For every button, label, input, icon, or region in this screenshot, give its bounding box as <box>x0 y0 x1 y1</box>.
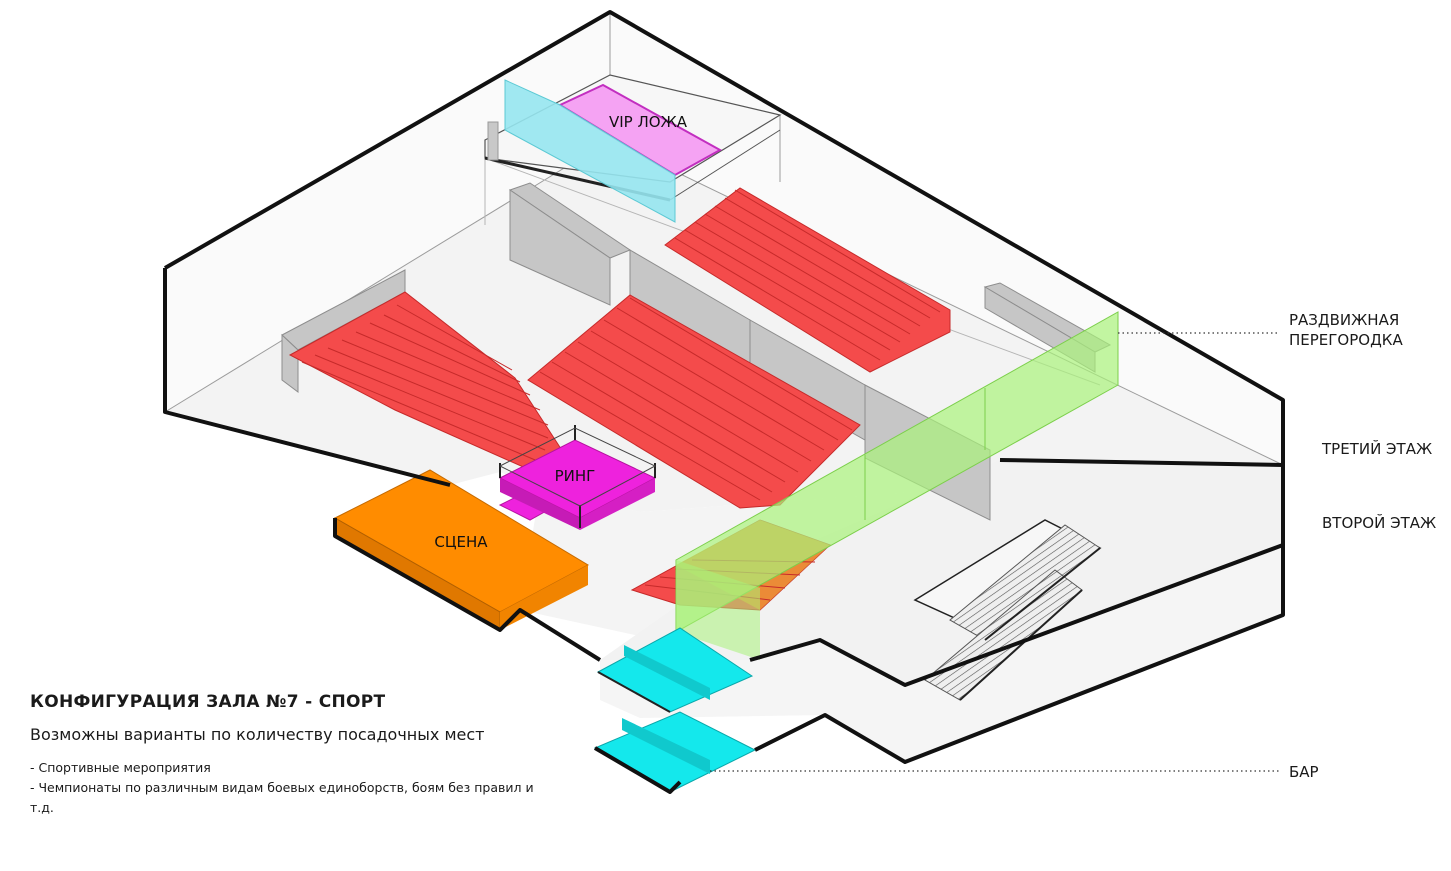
legend-title: КОНФИГУРАЦИЯ ЗАЛА №7 - СПОРТ <box>30 692 386 712</box>
building-outline <box>163 10 1285 794</box>
partition-callout-line2: ПЕРЕГОРОДКА <box>1289 331 1403 349</box>
seating-rear-block <box>664 187 951 373</box>
seating-center-block <box>527 294 861 509</box>
partition-callout-line1: РАЗДВИЖНАЯ <box>1289 311 1399 329</box>
bar-lower <box>593 711 757 793</box>
stage: СЦЕНА <box>333 469 590 631</box>
boxing-ring: РИНГ <box>498 425 657 530</box>
legend-item: Спортивные мероприятия <box>30 758 550 778</box>
ring-label: РИНГ <box>555 467 596 485</box>
legend: КОНФИГУРАЦИЯ ЗАЛА №7 - СПОРТ Возможны ва… <box>30 692 550 818</box>
callout-leaders <box>710 332 1280 772</box>
third-floor-callout: ТРЕТИЙ ЭТАЖ <box>1321 439 1432 458</box>
vip-glass-wall <box>504 79 676 223</box>
legend-subtitle: Возможны варианты по количеству посадочн… <box>30 725 485 744</box>
vip-box: VIP ЛОЖА <box>484 74 782 223</box>
bar-upper <box>596 627 754 713</box>
legend-item: Чемпионаты по различным видам боевых еди… <box>30 778 550 818</box>
second-floor-callout: ВТОРОЙ ЭТАЖ <box>1322 513 1436 532</box>
legend-list: Спортивные мероприятия Чемпионаты по раз… <box>30 758 550 818</box>
bar-callout: БАР <box>1289 763 1319 781</box>
sliding-partition <box>675 311 1119 660</box>
callouts: РАЗДВИЖНАЯ ПЕРЕГОРОДКА ТРЕТИЙ ЭТАЖ ВТОРО… <box>1289 311 1436 781</box>
vip-label: VIP ЛОЖА <box>609 113 688 131</box>
stairs-block <box>913 519 1102 701</box>
stage-label: СЦЕНА <box>434 533 488 551</box>
